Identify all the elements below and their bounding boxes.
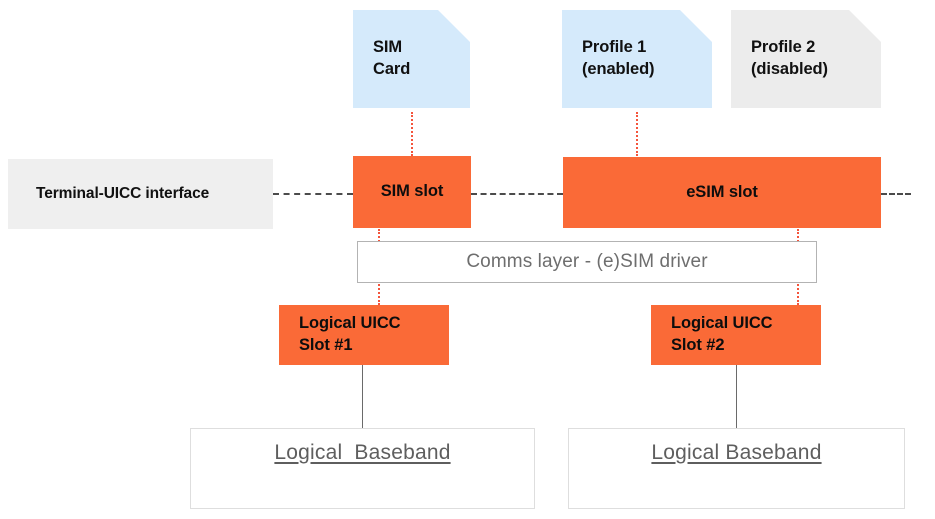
profile-1-label: Profile 1 (enabled) xyxy=(582,38,655,78)
logical-uicc-slot-2-node[interactable]: Logical UICC Slot #2 xyxy=(651,305,821,365)
sim-slot-node[interactable]: SIM slot xyxy=(353,156,471,228)
connector-profile1-to-esim-slot xyxy=(636,112,638,156)
logical-baseband-1-label: Logical Baseband xyxy=(274,441,451,464)
profile-2-label: Profile 2 (disabled) xyxy=(751,38,828,78)
terminal-uicc-interface-panel: Terminal-UICC interface xyxy=(8,159,273,229)
comms-layer-label: Comms layer - (e)SIM driver xyxy=(466,251,708,272)
connector-sim-slot-to-esim-slot xyxy=(471,193,563,195)
sim-slot-label: SIM slot xyxy=(380,182,444,201)
connector-interface-to-sim-slot xyxy=(273,193,353,195)
profile-2-node[interactable]: Profile 2 (disabled) xyxy=(731,10,881,108)
connector-uicc-slot-2-to-baseband-2 xyxy=(736,365,737,429)
esim-slot-label: eSIM slot xyxy=(686,182,758,201)
terminal-uicc-interface-label: Terminal-UICC interface xyxy=(36,185,210,202)
comms-layer-node[interactable]: Comms layer - (e)SIM driver xyxy=(357,241,817,283)
sim-card-node[interactable]: SIM Card xyxy=(353,10,470,108)
esim-slot-node[interactable]: eSIM slot xyxy=(563,157,881,228)
logical-uicc-slot-1-node[interactable]: Logical UICC Slot #1 xyxy=(279,305,449,365)
profile-1-node[interactable]: Profile 1 (enabled) xyxy=(562,10,712,108)
connector-sim-card-to-sim-slot xyxy=(411,112,413,156)
sim-card-label: SIM Card xyxy=(373,38,411,78)
logical-uicc-slot-1-label: Logical UICC Slot #1 xyxy=(299,314,401,354)
logical-baseband-2-node[interactable]: Logical Baseband xyxy=(568,428,905,509)
logical-baseband-2-label: Logical Baseband xyxy=(651,441,822,464)
connector-esim-slot-right xyxy=(881,193,911,195)
connector-uicc-slot-1-to-baseband-1 xyxy=(362,365,363,429)
logical-uicc-slot-2-label: Logical UICC Slot #2 xyxy=(671,314,773,354)
logical-baseband-1-node[interactable]: Logical Baseband xyxy=(190,428,535,509)
